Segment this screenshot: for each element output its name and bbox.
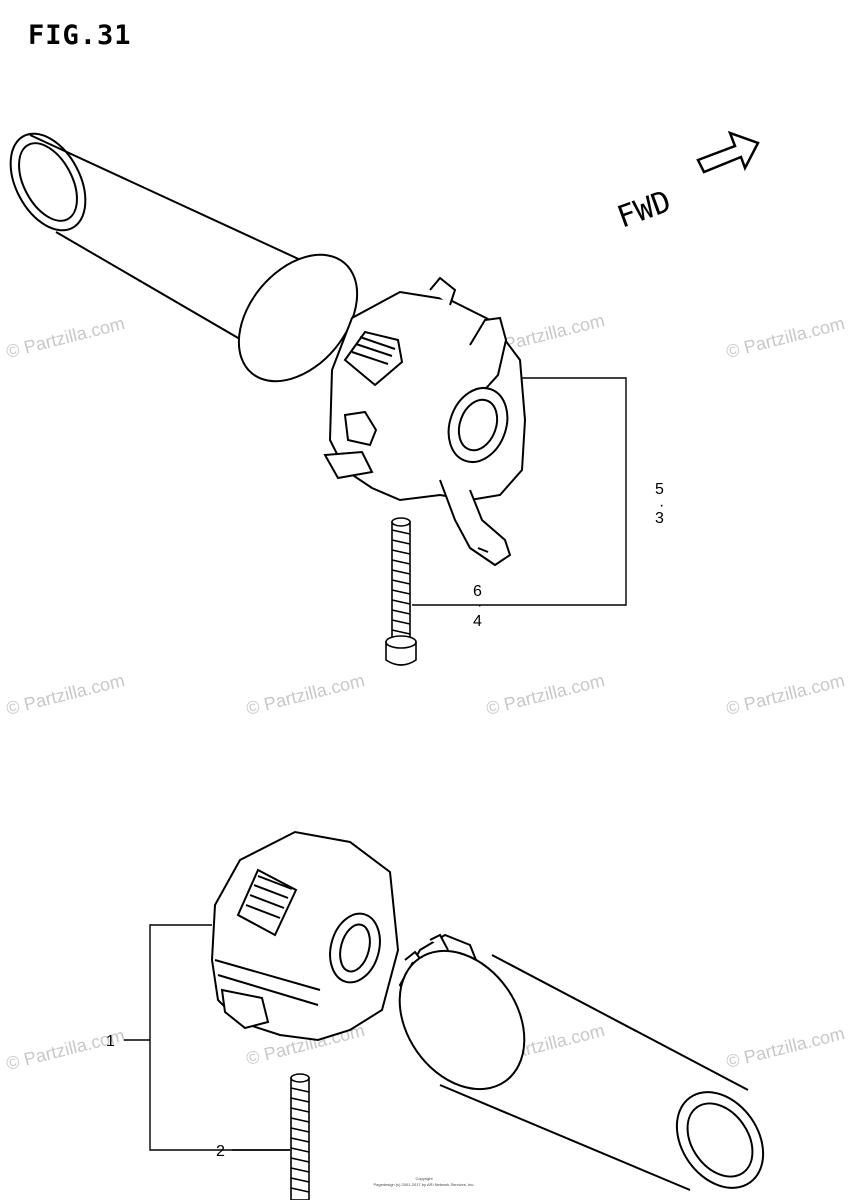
- callout-separator: ·: [659, 497, 664, 514]
- callout-separator: ·: [477, 597, 482, 614]
- left-handlebar-grip: [9, 132, 359, 383]
- watermark: © Partzilla.com: [724, 670, 847, 719]
- upper-callout-lines: [412, 377, 627, 606]
- lower-callout-lines: [124, 924, 290, 1151]
- watermark: © Partzilla.com: [244, 670, 367, 719]
- watermark: © Partzilla.com: [724, 1023, 847, 1072]
- fwd-label: FWD: [613, 184, 676, 235]
- callout-label: 5: [655, 481, 664, 498]
- copyright-line: Pagedesign (c) 2001-2017 by ARI Network …: [374, 1182, 475, 1187]
- figure-title: FIG.31: [28, 20, 132, 51]
- watermark: © Partzilla.com: [724, 313, 847, 362]
- callout-label: 2: [216, 1143, 225, 1160]
- watermark: © Partzilla.com: [4, 313, 127, 362]
- lower-screw: [290, 1073, 310, 1200]
- callout-label: 1: [106, 1033, 115, 1050]
- watermark: © Partzilla.com: [484, 670, 607, 719]
- right-switch-housing: [210, 830, 400, 1042]
- watermark: © Partzilla.com: [4, 670, 127, 719]
- callout-label: 4: [473, 613, 482, 630]
- callout-label: 6: [473, 583, 482, 600]
- callout-label: 3: [655, 510, 664, 527]
- fwd-arrow-icon: [696, 130, 760, 174]
- upper-screw: [385, 517, 417, 666]
- copyright-line: Copyright: [415, 1176, 433, 1181]
- forward-direction-indicator: FWD: [613, 130, 760, 236]
- throttle-grip: [398, 933, 765, 1191]
- left-switch-housing: [323, 276, 527, 567]
